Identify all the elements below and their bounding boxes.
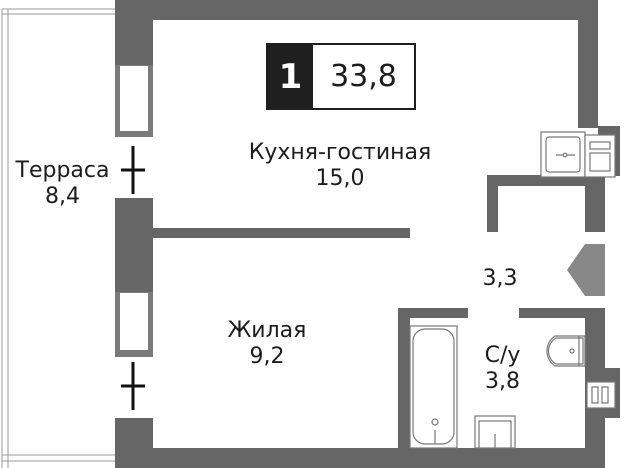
toilet-icon [546, 335, 586, 367]
apartment-badge: 1 33,8 [266, 43, 416, 110]
room-bathroom-name: С/у [484, 343, 521, 368]
room-kitchen-name: Кухня-гостиная [248, 140, 432, 165]
terrace-door-marker-top [121, 146, 145, 194]
window-bedroom [115, 292, 153, 357]
room-bathroom: С/у 3,8 [465, 343, 540, 395]
room-bedroom-name: Жилая [227, 318, 307, 343]
sink-icon [474, 415, 516, 449]
room-terrace-area: 8,4 [45, 184, 80, 209]
kitchen-stove-icon [540, 131, 586, 178]
room-hall-area: 3,3 [482, 266, 518, 291]
terrace-outline [1, 8, 115, 468]
rooms-count: 1 [268, 45, 313, 108]
room-bedroom-area: 9,2 [249, 344, 285, 369]
room-terrace-name: Терраса [15, 158, 110, 183]
room-bathroom-area: 3,8 [485, 369, 520, 394]
kitchen-fridge-icon [584, 134, 616, 178]
room-hall: 3,3 [460, 266, 540, 292]
room-kitchen: Кухня-гостиная 15,0 [225, 140, 455, 192]
room-bedroom: Жилая 9,2 [212, 318, 322, 370]
ventilation-icon [586, 381, 616, 409]
room-kitchen-area: 15,0 [315, 166, 365, 191]
entrance-arrow-icon [567, 244, 605, 296]
window-kitchen [115, 65, 153, 137]
total-area: 33,8 [313, 45, 414, 108]
terrace-door-marker-bottom [121, 362, 145, 410]
room-terrace: Терраса 8,4 [5, 158, 120, 210]
walls [115, 0, 620, 468]
bathtub-icon [409, 325, 458, 449]
